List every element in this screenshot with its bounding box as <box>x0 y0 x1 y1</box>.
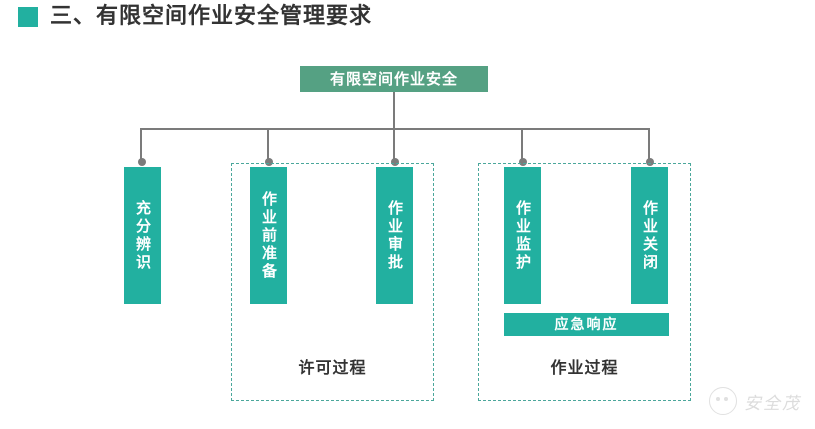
watermark-text: 安全茂 <box>744 393 801 414</box>
root-node-label: 有限空间作业安全 <box>329 69 458 88</box>
node-work-supervision-label: 作业监护 <box>514 199 532 272</box>
watermark: 安全茂 <box>709 387 801 415</box>
emergency-response-bar: 应急响应 <box>504 313 669 336</box>
connector-leg-1 <box>140 128 142 161</box>
page-title: 三、有限空间作业安全管理要求 <box>18 6 372 28</box>
group-work-process-label: 作业过程 <box>550 358 619 377</box>
node-pre-work-preparation-label: 作业前准备 <box>260 190 278 281</box>
connector-root-stem <box>393 92 395 129</box>
node-work-supervision: 作业监护 <box>504 167 541 304</box>
connector-leg-5 <box>648 128 650 161</box>
connector-leg-2 <box>267 128 269 161</box>
connector-leg-4 <box>521 128 523 161</box>
root-node-limited-space-work-safety: 有限空间作业安全 <box>300 66 488 92</box>
node-pre-work-preparation: 作业前准备 <box>250 167 287 304</box>
connector-dot-3 <box>391 158 399 166</box>
node-work-closure-label: 作业关闭 <box>641 199 659 272</box>
group-permit-process: 许可过程 <box>231 163 434 401</box>
connector-dot-5 <box>646 158 654 166</box>
connector-dot-1 <box>138 158 146 166</box>
group-work-process: 作业过程 <box>478 163 691 401</box>
node-work-approval-label: 作业审批 <box>386 199 404 272</box>
smiley-circle-logo-icon <box>709 387 737 415</box>
emergency-response-label: 应急响应 <box>554 316 619 333</box>
node-full-identification-label: 充分辨识 <box>134 199 152 272</box>
node-full-identification: 充分辨识 <box>124 167 161 304</box>
connector-leg-3 <box>393 128 395 161</box>
connector-dot-2 <box>265 158 273 166</box>
connector-dot-4 <box>519 158 527 166</box>
group-permit-process-label: 许可过程 <box>298 358 367 377</box>
node-work-closure: 作业关闭 <box>631 167 668 304</box>
page-title-text: 三、有限空间作业安全管理要求 <box>50 4 373 29</box>
node-work-approval: 作业审批 <box>376 167 413 304</box>
title-bullet-square <box>18 7 38 27</box>
